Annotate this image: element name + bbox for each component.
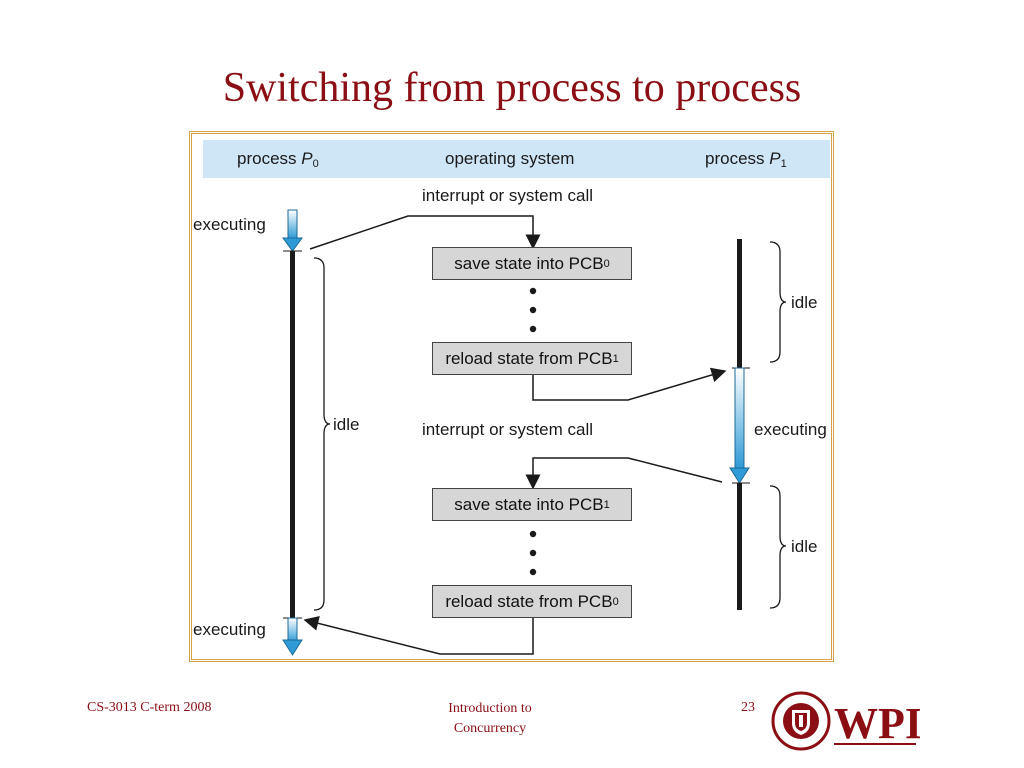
p0-idle-label: idle <box>333 415 360 434</box>
dots-bottom <box>529 530 537 576</box>
wpi-logo: WPI <box>771 691 920 751</box>
p0-exec-bottom-arrow <box>282 617 303 656</box>
arrow-p1-to-save1 <box>525 457 723 490</box>
p1-executing-label: executing <box>754 420 827 439</box>
p0-exec-top-arrow <box>282 209 303 252</box>
footer-topic-line1: Introduction to <box>448 701 532 716</box>
p0-idle-line <box>290 251 295 618</box>
arrow-reload1-to-p1 <box>532 367 727 401</box>
header-process-p0: process P0 <box>237 149 319 170</box>
footer-topic-line2: Concurrency <box>453 721 527 736</box>
p1-idle-brace-top <box>769 241 787 363</box>
p1-idle-brace-bottom <box>769 485 787 609</box>
p0-idle-brace <box>313 257 331 611</box>
footer-page-number: 23 <box>741 700 755 715</box>
p1-idle-line-top <box>737 239 742 368</box>
header-operating-system: operating system <box>445 149 575 168</box>
interrupt-label-mid: interrupt or system call <box>422 420 593 439</box>
p0-executing-bottom-label: executing <box>193 620 266 639</box>
dots-top <box>529 287 537 333</box>
header-process-p1: process P1 <box>705 149 787 170</box>
p1-idle-bottom-label: idle <box>791 537 818 556</box>
slide-title: Switching from process to process <box>222 65 802 111</box>
arrow-reload0-to-p0 <box>303 616 534 655</box>
diagram-frame: process P0 operating system process P1 i… <box>189 131 834 662</box>
interrupt-label-top: interrupt or system call <box>422 186 593 205</box>
footer-course: CS-3013 C-term 2008 <box>87 700 212 715</box>
p1-exec-arrow <box>729 367 750 484</box>
footer-topic: Introduction to Concurrency <box>410 699 570 739</box>
p1-idle-line-bottom <box>737 483 742 610</box>
wpi-seal-icon <box>771 691 831 751</box>
header-band <box>203 140 830 178</box>
p1-idle-top-label: idle <box>791 293 818 312</box>
arrow-p0-to-save0 <box>309 215 541 250</box>
diagram-graphics <box>203 140 830 656</box>
p0-executing-top-label: executing <box>193 215 266 234</box>
wpi-wordmark: WPI <box>834 699 920 748</box>
